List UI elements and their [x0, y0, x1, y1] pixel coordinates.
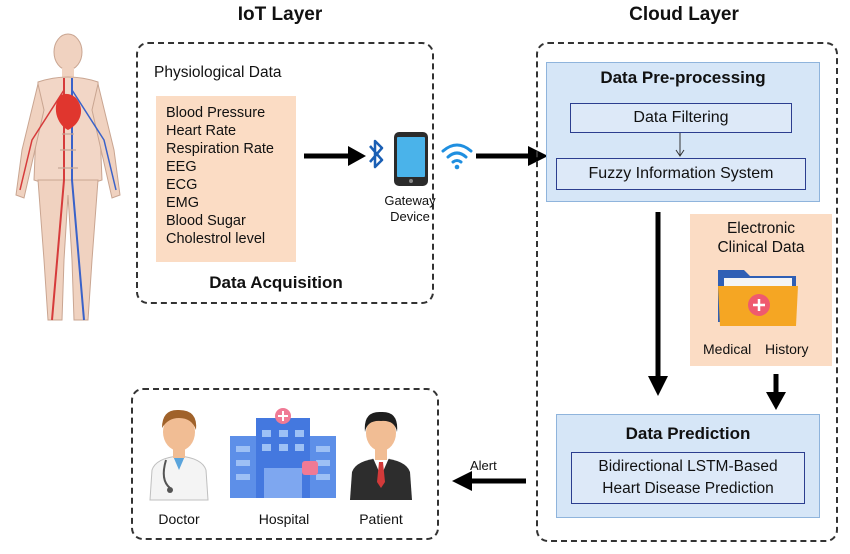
prediction-line-2: Heart Disease Prediction	[602, 480, 774, 497]
folder-icon	[718, 270, 798, 326]
arrow-filter-to-fuzzy	[675, 133, 685, 157]
alert-arrow	[452, 471, 526, 491]
arrow-to-gateway	[304, 146, 366, 166]
param-item: EEG	[166, 159, 197, 175]
clinical-data-title: Electronic Clinical Data	[690, 219, 832, 257]
doctor-icon	[149, 409, 209, 501]
iot-layer-title: IoT Layer	[237, 4, 323, 25]
patient-icon	[350, 411, 412, 500]
doctor-label: Doctor	[158, 511, 200, 527]
cloud-layer-title: Cloud Layer	[629, 4, 739, 25]
fuzzy-information-box: Fuzzy Information System	[556, 158, 806, 190]
gateway-line-2: Device	[390, 209, 430, 224]
param-item: Blood Sugar	[166, 213, 246, 229]
physiological-data-title: Physiological Data	[154, 64, 282, 81]
param-item: ECG	[166, 177, 198, 193]
arrow-to-cloud	[476, 146, 548, 166]
arrow-clinical-to-prediction	[766, 374, 786, 410]
param-item: Heart Rate	[166, 123, 237, 139]
bilstm-prediction-box: Bidirectional LSTM-Based Heart Disease P…	[571, 452, 805, 504]
bluetooth-icon	[369, 139, 384, 169]
smartphone-icon	[394, 132, 428, 186]
data-prediction-title: Data Prediction	[625, 424, 751, 443]
patient-label: Patient	[359, 511, 403, 527]
param-item: Blood Pressure	[166, 105, 266, 121]
arrow-preprocessing-to-prediction	[648, 212, 668, 396]
hospital-icon	[230, 408, 336, 498]
hospital-label: Hospital	[258, 511, 310, 527]
data-preprocessing-title: Data Pre-processing	[600, 68, 766, 87]
history-label: History	[765, 341, 809, 357]
data-filtering-box: Data Filtering	[570, 103, 792, 133]
param-item: Respiration Rate	[166, 141, 274, 157]
human-body-icon	[15, 33, 121, 321]
prediction-line-1: Bidirectional LSTM-Based	[598, 458, 778, 475]
iot-layer-box	[136, 42, 434, 304]
data-acquisition-label: Data Acquisition	[209, 273, 343, 292]
physiological-params-box: Blood Pressure Heart Rate Respiration Ra…	[156, 96, 296, 262]
gateway-line-1: Gateway	[384, 193, 436, 208]
cloud-layer-box	[536, 42, 838, 542]
clinical-line-1: Electronic	[726, 220, 796, 237]
param-item: EMG	[166, 195, 200, 211]
gateway-device-label: Gateway Device	[360, 193, 460, 225]
wifi-icon	[441, 143, 473, 170]
medical-label: Medical	[703, 341, 752, 357]
param-item: Cholestrol level	[166, 231, 266, 247]
output-box	[131, 388, 439, 540]
alert-label: Alert	[470, 458, 497, 473]
clinical-line-2: Clinical Data	[717, 239, 805, 256]
